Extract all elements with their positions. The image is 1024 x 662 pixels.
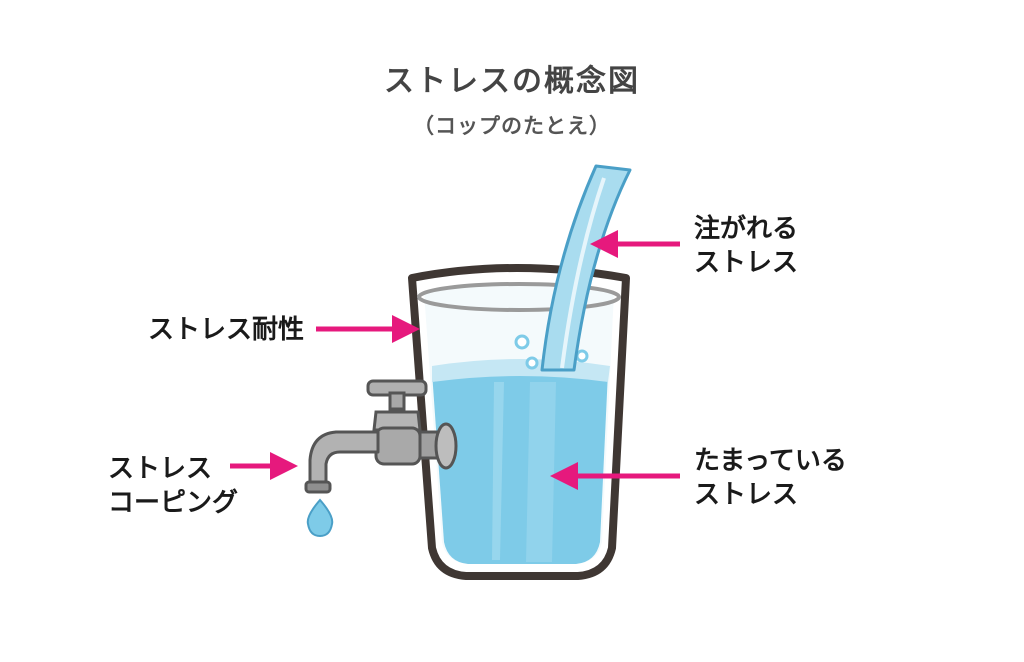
diagram-title: ストレスの概念図 [384, 64, 640, 99]
arrow-poured [590, 230, 680, 258]
label-stored-line2: ストレス [694, 480, 799, 510]
label-poured-line2: ストレス [694, 248, 799, 278]
arrow-stored [550, 462, 680, 490]
water-stream-icon [540, 164, 632, 372]
label-stored-stress: たまっている ストレス [694, 444, 847, 512]
label-stress-coping: ストレス コーピング [108, 452, 238, 520]
arrow-tolerance [316, 315, 420, 343]
label-coping-line1: ストレス [108, 454, 213, 484]
label-poured-line1: 注がれる [694, 214, 799, 244]
faucet-icon [304, 379, 458, 494]
water-drop-icon [306, 498, 334, 538]
label-tolerance-text: ストレス耐性 [148, 315, 305, 345]
label-coping-line2: コーピング [108, 488, 239, 518]
diagram-subtitle: （コップのたとえ） [413, 114, 611, 138]
glass-icon [408, 264, 630, 580]
label-stored-line1: たまっている [694, 446, 847, 476]
label-stress-tolerance: ストレス耐性 [148, 313, 304, 347]
arrow-coping [230, 452, 298, 480]
label-poured-stress: 注がれる ストレス [694, 212, 798, 280]
